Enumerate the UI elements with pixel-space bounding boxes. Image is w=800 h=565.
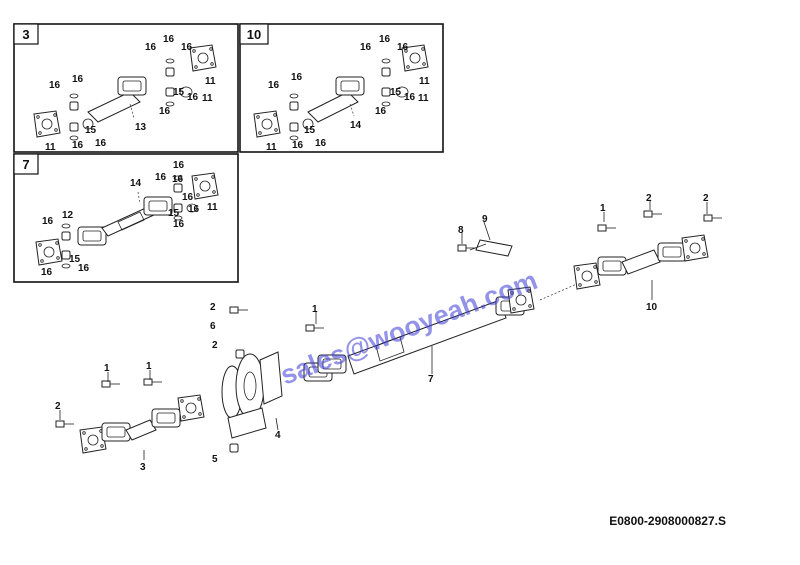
inset-10-frame: 10 (239, 23, 444, 153)
main-assembly-drawing (55, 200, 723, 460)
svg-text:1: 1 (312, 304, 318, 315)
svg-text:16: 16 (173, 160, 185, 171)
inset-7-tag: 7 (22, 157, 29, 172)
svg-text:16: 16 (173, 219, 185, 230)
inset-7-callouts: 16 14 16 16 11 16 16 15 16 16 12 16 15 1… (41, 160, 218, 278)
svg-text:10: 10 (646, 302, 658, 313)
svg-text:16: 16 (41, 267, 53, 278)
drawing-code: E0800-2908000827.S (609, 514, 726, 528)
svg-text:15: 15 (390, 87, 402, 98)
svg-text:16: 16 (155, 172, 167, 183)
inset-10-callouts: 16 16 16 11 16 16 15 16 11 14 16 15 11 1… (266, 34, 430, 153)
svg-text:16: 16 (397, 42, 409, 53)
svg-text:9: 9 (482, 214, 488, 225)
svg-text:11: 11 (418, 93, 429, 104)
svg-text:1: 1 (600, 203, 606, 214)
inset-10-drawing (253, 44, 429, 141)
svg-text:11: 11 (202, 93, 213, 104)
svg-text:16: 16 (404, 92, 416, 103)
svg-text:16: 16 (188, 204, 200, 215)
svg-text:15: 15 (168, 208, 180, 219)
svg-text:14: 14 (350, 120, 362, 131)
inset-7-drawing (35, 172, 219, 269)
svg-text:16: 16 (145, 42, 157, 53)
svg-text:16: 16 (42, 216, 54, 227)
svg-text:15: 15 (85, 125, 97, 136)
inset-3-drawing (33, 44, 217, 141)
svg-text:11: 11 (205, 76, 216, 87)
svg-text:16: 16 (72, 140, 84, 151)
svg-text:16: 16 (291, 72, 303, 83)
svg-text:16: 16 (182, 192, 194, 203)
svg-text:16: 16 (181, 42, 193, 53)
svg-text:11: 11 (419, 76, 430, 87)
svg-text:16: 16 (49, 80, 61, 91)
svg-text:16: 16 (187, 92, 199, 103)
svg-text:16: 16 (163, 34, 175, 45)
svg-text:2: 2 (55, 401, 61, 412)
svg-text:4: 4 (275, 430, 281, 441)
svg-text:8: 8 (458, 225, 464, 236)
svg-text:11: 11 (207, 202, 218, 213)
svg-text:16: 16 (172, 174, 184, 185)
svg-text:16: 16 (159, 106, 171, 117)
svg-text:15: 15 (69, 254, 81, 265)
svg-text:16: 16 (292, 140, 304, 151)
svg-text:14: 14 (130, 178, 142, 189)
svg-text:2: 2 (703, 193, 709, 204)
svg-text:15: 15 (173, 87, 185, 98)
svg-text:16: 16 (268, 80, 280, 91)
svg-text:16: 16 (78, 263, 90, 274)
svg-text:16: 16 (95, 138, 107, 149)
svg-text:12: 12 (62, 210, 74, 221)
svg-text:1: 1 (104, 363, 110, 374)
svg-text:16: 16 (315, 138, 327, 149)
inset-3-tag: 3 (22, 27, 29, 42)
svg-text:15: 15 (304, 125, 316, 136)
inset-10-tag: 10 (247, 27, 261, 42)
svg-text:16: 16 (379, 34, 391, 45)
svg-text:5: 5 (212, 454, 218, 465)
svg-text:6: 6 (210, 321, 216, 332)
svg-text:11: 11 (266, 142, 277, 153)
svg-text:2: 2 (212, 340, 218, 351)
svg-text:2: 2 (646, 193, 652, 204)
svg-text:3: 3 (140, 462, 146, 473)
svg-text:11: 11 (45, 142, 56, 153)
svg-text:13: 13 (135, 122, 147, 133)
inset-3-callouts: 16 16 16 11 16 16 15 16 11 13 16 15 11 1… (45, 34, 216, 153)
svg-text:16: 16 (72, 74, 84, 85)
svg-text:7: 7 (428, 374, 434, 385)
svg-text:16: 16 (360, 42, 372, 53)
main-assembly-callouts: 8 9 1 2 10 2 1 6 2 1 1 2 3 4 5 7 2 (55, 193, 709, 473)
svg-text:1: 1 (146, 361, 152, 372)
svg-text:16: 16 (375, 106, 387, 117)
svg-text:2: 2 (210, 302, 216, 313)
